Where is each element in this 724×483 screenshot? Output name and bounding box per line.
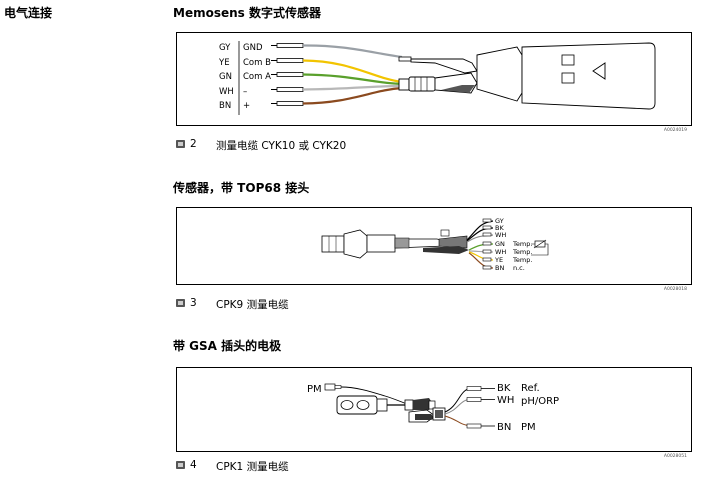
caption-text: CPK9 测量电缆 xyxy=(216,299,289,311)
top68-plug-tip xyxy=(321,235,345,253)
section-title-gsa: 带 GSA 插头的电极 xyxy=(173,339,282,353)
upper-cable xyxy=(410,58,478,74)
wire-signal-5: + xyxy=(243,101,250,111)
top68-lower-jacket xyxy=(423,246,469,254)
sensor-body xyxy=(521,42,656,110)
top68-code-5: WH xyxy=(495,248,506,256)
cable-sleeve xyxy=(408,76,436,92)
memosens-cable-diagram: GY YE GN WH BN GND Com B Com A – + xyxy=(218,41,656,115)
top68-code-2: BK xyxy=(495,224,504,232)
wire-code-5: BN xyxy=(219,101,231,111)
gsa-plug-label: PM xyxy=(307,384,322,395)
cable-jacket-dark xyxy=(441,85,475,93)
figure-memosens: GY YE GN WH BN GND Com B Com A – + xyxy=(176,32,692,133)
figure-icon xyxy=(176,299,185,307)
gsa-band xyxy=(428,400,436,410)
wire-code-1: GY xyxy=(219,43,231,53)
section-title-memosens: Memosens 数字式传感器 xyxy=(173,6,321,20)
top68-plug-sleeve xyxy=(366,234,396,253)
lock-icon-open xyxy=(561,54,575,66)
gsa-crimp xyxy=(404,399,414,411)
gsa-code-2: WH xyxy=(497,395,514,406)
top68-code-3: WH xyxy=(495,231,506,239)
top68-cable-diagram: GY BK WH GN WH YE BN Temp. Temp. Temp. n… xyxy=(321,217,549,272)
wire-signal-2: Com B xyxy=(243,58,271,68)
wire-gn xyxy=(302,73,403,86)
wire-signal-4: – xyxy=(243,87,247,97)
gsa-signal-1: Ref. xyxy=(521,383,540,394)
caption-text: CPK1 测量电缆 xyxy=(216,461,289,473)
gsa-code-3: BN xyxy=(497,422,511,433)
top68-signal-6: Temp. xyxy=(512,256,532,264)
lock-icon-closed xyxy=(561,72,575,84)
wire-ye xyxy=(302,59,403,84)
figure-id: A0028018 xyxy=(663,287,687,292)
top68-jacket xyxy=(438,235,468,249)
side-heading: 电气连接 xyxy=(4,6,53,20)
top68-small-sleeve xyxy=(440,229,450,237)
wire-code-2: YE xyxy=(218,58,230,68)
section-title-top68: 传感器，带 TOP68 接头 xyxy=(173,181,310,195)
figure-icon xyxy=(176,461,185,469)
caption-number: 2 xyxy=(190,138,197,150)
top68-code-6: YE xyxy=(494,256,503,264)
gsa-code-1: BK xyxy=(497,383,511,394)
top68-code-4: GN xyxy=(495,240,505,248)
top68-code-1: GY xyxy=(495,217,504,225)
wire-gy xyxy=(302,44,403,59)
figure-id: A0024019 xyxy=(663,128,687,133)
wire-end-pins xyxy=(271,45,277,104)
arrow-marker-icon xyxy=(592,62,606,80)
gsa-cable-diagram: PM BK WH BN Ref. pH/ xyxy=(307,383,559,433)
figure-icon xyxy=(176,140,185,148)
gsa-pm-sleeve xyxy=(324,383,336,391)
caption-number: 3 xyxy=(190,297,197,309)
figure-gsa: PM BK WH BN Ref. pH/ xyxy=(176,367,692,459)
gsa-jacket-upper xyxy=(413,398,433,410)
top68-plug-body xyxy=(343,229,368,259)
wire-code-4: WH xyxy=(219,87,234,97)
wire-wh xyxy=(302,84,403,91)
top68-signal-7: n.c. xyxy=(513,264,525,272)
gsa-signal-3: PM xyxy=(521,422,536,433)
shield-ferrule xyxy=(398,56,412,62)
caption-text: 测量电缆 CYK10 或 CYK20 xyxy=(216,140,347,152)
caption-number: 4 xyxy=(190,459,197,471)
wire-signal-1: GND xyxy=(243,43,263,53)
wire-signal-3: Com A xyxy=(243,72,271,82)
gsa-signal-2: pH/ORP xyxy=(521,396,559,407)
top68-cable-band xyxy=(394,237,410,249)
top68-signal-5: Temp. xyxy=(512,248,532,256)
top68-signal-4: Temp. xyxy=(512,240,532,248)
wire-code-3: GN xyxy=(219,72,232,82)
cable-crimp xyxy=(398,78,410,91)
figure-id: A0028051 xyxy=(663,454,687,459)
wire-bn xyxy=(302,86,403,105)
sensor-neck xyxy=(476,46,523,102)
top68-code-7: BN xyxy=(495,264,504,272)
wire-end-sleeves xyxy=(276,43,304,106)
figure-top68: GY BK WH GN WH YE BN Temp. Temp. Temp. n… xyxy=(176,207,692,292)
